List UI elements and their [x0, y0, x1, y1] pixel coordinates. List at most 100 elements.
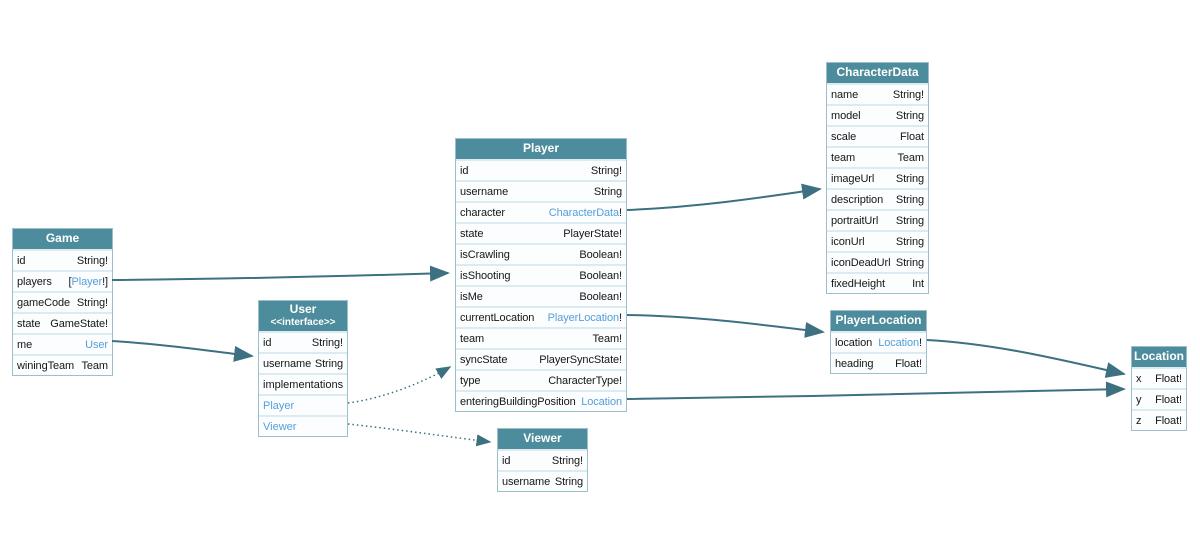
table-header-viewer[interactable]: Viewer	[498, 429, 587, 449]
field-type: Float!	[1155, 414, 1182, 427]
field-name: players	[17, 275, 52, 288]
field-name: enteringBuildingPosition	[460, 395, 576, 408]
field-type: Int	[912, 277, 924, 290]
field-name: type	[460, 374, 481, 387]
field-name: iconDeadUrl	[831, 256, 891, 269]
field-type: String	[554, 475, 583, 488]
table-header-game[interactable]: Game	[13, 229, 112, 249]
field-row-iconDeadUrl[interactable]: iconDeadUrl String	[827, 251, 928, 272]
field-name: username	[502, 475, 551, 488]
field-type: String	[895, 172, 924, 185]
field-row-gameCode[interactable]: gameCode String!	[13, 291, 112, 312]
field-row-type[interactable]: type CharacterType!	[456, 369, 626, 390]
edge-playerlocation-location-to-location	[926, 339, 1126, 378]
field-type: Boolean!	[579, 269, 622, 282]
table-header-characterdata[interactable]: CharacterData	[827, 63, 928, 83]
field-type: Team	[81, 359, 109, 372]
field-name: gameCode	[17, 296, 71, 309]
field-row-model[interactable]: model String	[827, 104, 928, 125]
type-link-User[interactable]: User	[85, 338, 108, 351]
field-name: portraitUrl	[831, 214, 879, 227]
field-type: String	[895, 256, 924, 269]
field-name: id	[263, 336, 272, 349]
field-name: y	[1136, 393, 1142, 406]
field-row-enteringBuildingPosition[interactable]: enteringBuildingPosition Location	[456, 390, 626, 411]
field-type: String!	[76, 296, 108, 309]
field-type: Float!	[1155, 393, 1182, 406]
field-type: Float!	[1155, 372, 1182, 385]
field-row-isCrawling[interactable]: isCrawling Boolean!	[456, 243, 626, 264]
field-type: Team	[897, 151, 925, 164]
field-type: String!	[590, 164, 622, 177]
field-type: Team!	[592, 332, 623, 345]
type-link-Location[interactable]: Location	[878, 336, 920, 349]
type-link-Location[interactable]: Location	[581, 395, 622, 408]
field-name: username	[460, 185, 509, 198]
table-header-location[interactable]: Location	[1132, 347, 1186, 367]
field-row-players[interactable]: players[Player!]	[13, 270, 112, 291]
field-row-x[interactable]: x Float!	[1132, 367, 1186, 388]
implementation-link-Viewer[interactable]: Viewer	[263, 420, 297, 433]
field-type: Boolean!	[579, 248, 622, 261]
field-type: String	[895, 109, 924, 122]
type-link-CharacterData[interactable]: CharacterData	[548, 206, 620, 219]
table-header-player[interactable]: Player	[456, 139, 626, 159]
table-header-user[interactable]: User<<interface>>	[259, 301, 347, 331]
implementation-link-Player[interactable]: Player	[263, 399, 295, 412]
edge-player-currentlocation-to-playerlocation	[626, 314, 825, 338]
type-link-Player[interactable]: Player	[71, 275, 103, 288]
field-name: username	[263, 357, 312, 370]
field-name: model	[831, 109, 861, 122]
field-name: id	[17, 254, 26, 267]
edge-player-character-to-characterdata	[626, 183, 822, 211]
field-type: String!	[76, 254, 108, 267]
field-type: CharacterType!	[548, 374, 622, 387]
field-name: location	[835, 336, 873, 349]
field-row-y[interactable]: y Float!	[1132, 388, 1186, 409]
implementation-row-Viewer[interactable]: Viewer	[259, 415, 347, 436]
field-type: PlayerLocation!	[547, 311, 622, 324]
field-row-id[interactable]: id String!	[13, 249, 112, 270]
field-name: x	[1136, 372, 1142, 385]
type-link-PlayerLocation[interactable]: PlayerLocation	[547, 311, 620, 324]
field-name: id	[502, 454, 511, 467]
section-row-implementations[interactable]: implementations	[259, 373, 347, 394]
table-subtitle: <<interface>>	[270, 317, 336, 328]
edge-game-players-to-player	[111, 265, 450, 282]
table-header-playerlocation[interactable]: PlayerLocation	[831, 311, 926, 331]
implementation-row-Player[interactable]: Player	[259, 394, 347, 415]
field-name: isCrawling	[460, 248, 510, 261]
field-type: Float	[900, 130, 924, 143]
